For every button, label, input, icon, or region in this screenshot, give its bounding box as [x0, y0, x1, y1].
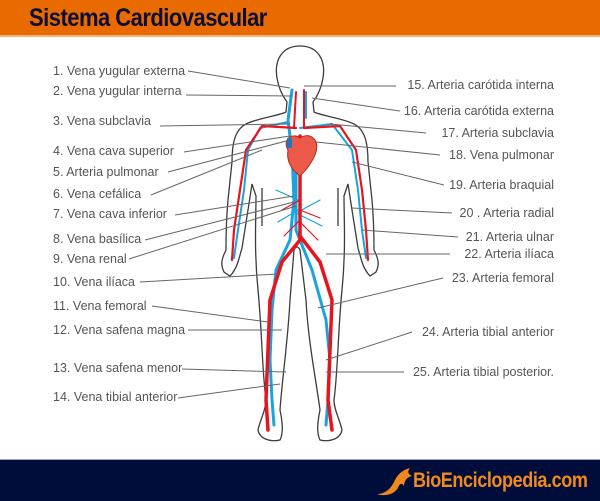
label-vena-subclavia: 3. Vena subclavia: [53, 114, 151, 128]
header-bar: Sistema Cardiovascular: [0, 0, 600, 37]
label-arteria-tibial-anterior: 24. Arteria tibial anterior: [421, 325, 554, 339]
label-arteria-subclavia: 17. Arteria subclavia: [441, 126, 554, 140]
label-vena-safena-magna: 12. Vena safena magna: [53, 323, 186, 337]
leader-lines: [128, 70, 459, 399]
label-arteria-braquial: 19. Arteria braquial: [449, 178, 554, 192]
label-arteria-radial: 20 . Arteria radial: [459, 206, 555, 220]
label-arteria-ulnar: 21. Arteria ulnar: [465, 230, 554, 244]
bird-fish-swoosh-icon: [377, 468, 412, 496]
label-vena-iliaca: 10. Vena ilíaca: [53, 275, 136, 289]
label-arteria-pulmonar: 5. Arteria pulmonar: [53, 165, 159, 179]
page-title: Sistema Cardiovascular: [29, 4, 267, 32]
heart-icon: [285, 135, 318, 177]
label-vena-pulmonar: 18. Vena pulmonar: [449, 148, 554, 162]
brand-link[interactable]: BioEnciclopedia.com: [413, 469, 588, 492]
label-vena-yugular-interna: 2. Vena yugular interna: [53, 84, 182, 98]
label-arteria-iliaca: 22. Arteria ilíaca: [464, 247, 554, 261]
label-vena-cava-superior: 4. Vena cava superior: [53, 144, 174, 158]
label-arteria-carotida-externa: 16. Arteria carótida externa: [403, 104, 554, 118]
label-vena-basilica: 8. Vena basílica: [53, 232, 142, 246]
footer-bar: BioEnciclopedia.com: [0, 459, 600, 501]
label-arteria-femoral: 23. Arteria femoral: [451, 271, 554, 285]
label-vena-cefalica: 6. Vena cefálica: [53, 187, 142, 201]
label-arteria-carotida-interna: 15. Arteria carótida interna: [407, 78, 554, 92]
arteries: [230, 89, 370, 432]
label-arteria-tibial-posterior: 25. Arteria tibial posterior.: [412, 365, 554, 379]
label-vena-safena-menor: 13. Vena safena menor: [53, 361, 183, 375]
label-vena-yugular-externa: 1. Vena yugular externa: [53, 64, 186, 78]
label-vena-femoral: 11. Vena femoral: [53, 299, 147, 313]
label-vena-tibial-anterior: 14. Vena tibial anterior: [53, 390, 178, 404]
body-outline: [221, 45, 379, 442]
label-vena-cava-inferior: 7. Vena cava inferior: [53, 207, 167, 221]
label-vena-renal: 9. Vena renal: [53, 252, 127, 266]
